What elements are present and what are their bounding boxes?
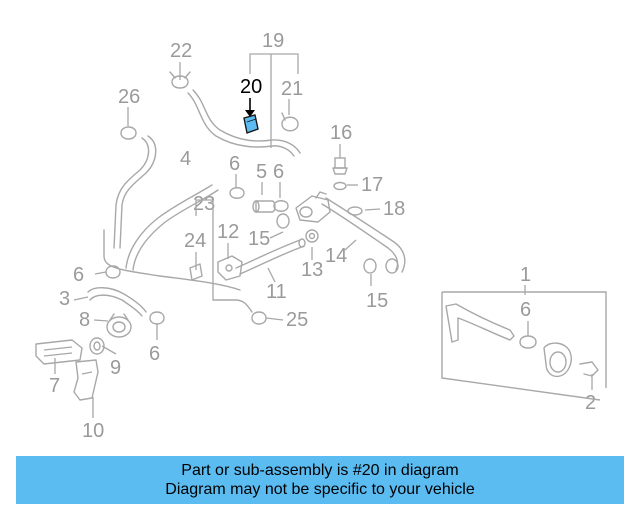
- part-13-oring: [305, 229, 319, 243]
- banner-line-2: Diagram may not be specific to your vehi…: [165, 481, 475, 498]
- part-3-hose: [87, 287, 147, 317]
- callout-14: 14: [325, 245, 347, 267]
- part-17-washer: [333, 181, 347, 191]
- callout-6-e: 6: [149, 343, 160, 365]
- callout-15-a: 15: [248, 228, 270, 250]
- callout-1: 1: [520, 264, 531, 286]
- callout-6-b: 6: [273, 161, 284, 183]
- part-14-pipe: [321, 197, 406, 274]
- part-15-gasket-a: [276, 213, 290, 229]
- part-6-clamp-c: [105, 265, 121, 279]
- callout-17: 17: [361, 174, 383, 196]
- callout-26: 26: [118, 86, 140, 108]
- part-21-clamp: [281, 112, 299, 132]
- part-12-flange: [217, 255, 243, 281]
- part-7-housing: [35, 339, 83, 365]
- callout-4: 4: [180, 148, 191, 170]
- callout-8: 8: [79, 309, 90, 331]
- callout-3: 3: [59, 288, 70, 310]
- callout-25: 25: [286, 309, 308, 331]
- callout-20-highlighted: 20: [240, 76, 262, 98]
- callout-5: 5: [256, 161, 267, 183]
- callout-6-d: 6: [520, 299, 531, 321]
- part-20-highlighted: [243, 98, 259, 134]
- part-15-gasket-b: [363, 258, 377, 274]
- parts-diagram: 22 19 20 21 26 16 4 6 5 6 17 23 18 12 15…: [35, 30, 607, 442]
- callout-6-a: 6: [229, 153, 240, 175]
- callout-7: 7: [49, 375, 60, 397]
- part-19-hose: [187, 89, 301, 157]
- callout-10: 10: [82, 420, 104, 442]
- callout-13: 13: [301, 259, 323, 281]
- callout-11: 11: [266, 281, 287, 303]
- part-6-clamp-e: [149, 311, 165, 325]
- callout-23: 23: [193, 193, 215, 215]
- part-11-pipe: [235, 238, 306, 275]
- part-22-clamp: [169, 71, 191, 89]
- part-16-sensor: [332, 157, 348, 175]
- part-25-clamp: [251, 311, 267, 325]
- part-6-clamp-b: [273, 200, 289, 212]
- callout-15-b: 15: [366, 290, 388, 312]
- leader-lines: [54, 53, 593, 418]
- callout-2: 2: [585, 392, 596, 414]
- part-8-thermostat: [106, 313, 132, 338]
- part-10-cover: [73, 359, 99, 401]
- part-18-clip: [347, 206, 363, 216]
- callout-16: 16: [330, 122, 352, 144]
- part-26-clamp: [120, 126, 137, 140]
- callout-24: 24: [184, 230, 206, 252]
- part-24-bracket: [189, 263, 203, 281]
- part-water-outlet: [295, 191, 331, 223]
- callout-9: 9: [110, 357, 121, 379]
- part-9-gasket: [89, 337, 105, 355]
- part-4-pipe: [103, 135, 241, 291]
- callout-22: 22: [170, 40, 192, 62]
- callout-21: 21: [281, 78, 303, 100]
- part-6-clamp-a: [229, 187, 245, 199]
- inset-box: [441, 291, 607, 401]
- callout-6-c: 6: [73, 264, 84, 286]
- part-23-pipe: [212, 299, 253, 313]
- callout-12: 12: [217, 221, 239, 243]
- part-5-cylinder: [252, 200, 276, 213]
- info-banner: Part or sub-assembly is #20 in diagram D…: [16, 456, 624, 504]
- banner-line-1: Part or sub-assembly is #20 in diagram: [181, 462, 459, 479]
- callout-19: 19: [262, 30, 284, 52]
- callout-18: 18: [383, 198, 405, 220]
